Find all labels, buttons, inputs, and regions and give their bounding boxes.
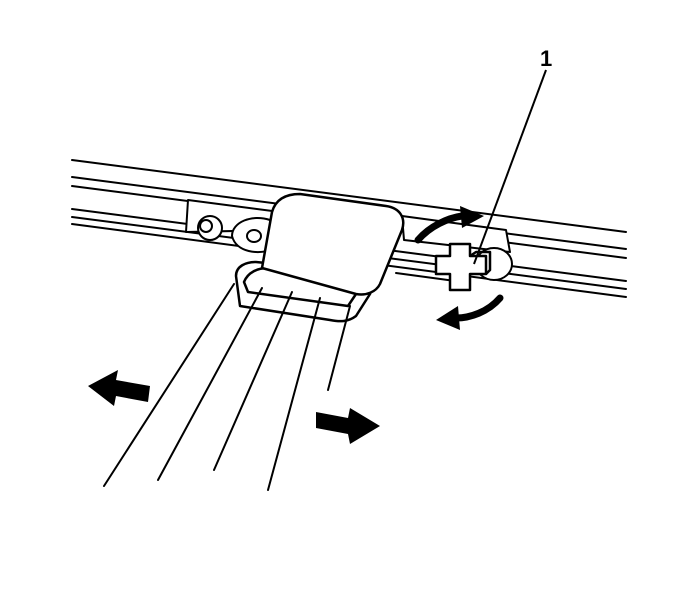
arrow-left — [88, 370, 150, 406]
callout-label-1: 1 — [540, 46, 552, 71]
clip-housing — [234, 192, 405, 323]
cross-bar — [103, 283, 351, 491]
callout-leader-line — [473, 69, 547, 265]
callout-1: 1 — [473, 46, 552, 265]
retaining-clip — [434, 242, 492, 292]
rotate-arrow-counterclockwise — [436, 294, 504, 330]
arrow-right — [316, 408, 380, 444]
rail-bracket — [185, 199, 513, 281]
rotate-arrow-clockwise — [414, 206, 484, 244]
